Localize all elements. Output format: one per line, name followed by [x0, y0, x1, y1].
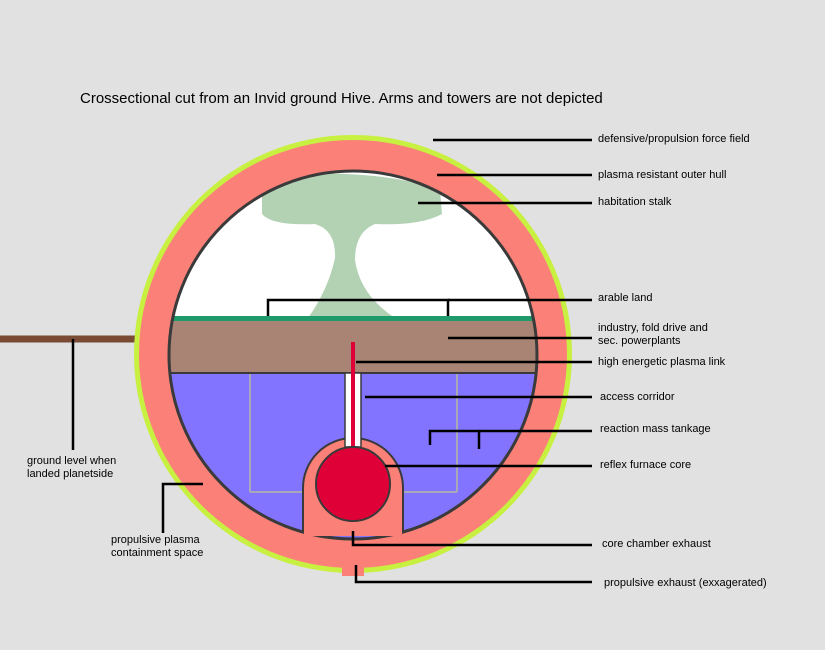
label-industry: industry, fold drive and sec. powerplant…	[598, 322, 708, 348]
diagram-title: Crossectional cut from an Invid ground H…	[80, 90, 603, 107]
label-reflex-core: reflex furnace core	[600, 459, 692, 471]
label-plasma-link: high energetic plasma link	[598, 356, 726, 368]
label-access-corridor: access corridor	[600, 391, 675, 403]
label-force-field: defensive/propulsion force field	[598, 133, 750, 145]
label-ground-line1: ground level when	[27, 455, 117, 467]
label-arable-land: arable land	[598, 292, 653, 304]
exhaust-gap	[342, 560, 364, 576]
label-plasma-space: propulsive plasma containment space	[111, 534, 203, 560]
label-habitation-stalk: habitation stalk	[598, 196, 672, 208]
label-propulsive-exhaust: propulsive exhaust (exxagerated)	[604, 577, 767, 589]
label-ground-level: ground level when landed planetside	[27, 455, 116, 481]
label-industry-line2: sec. powerplants	[598, 335, 681, 347]
label-reaction-mass: reaction mass tankage	[600, 423, 711, 435]
label-plasma-space-line2: containment space	[111, 547, 204, 559]
label-outer-hull: plasma resistant outer hull	[598, 169, 727, 181]
habitation-stalk	[262, 173, 442, 318]
arable-land	[169, 316, 537, 321]
label-core-exhaust: core chamber exhaust	[602, 538, 711, 550]
label-plasma-space-line1: propulsive plasma	[111, 534, 200, 546]
reflex-furnace-core	[315, 446, 391, 522]
label-ground-line2: landed planetside	[27, 468, 114, 480]
label-industry-line1: industry, fold drive and	[598, 322, 708, 334]
core-chamber-gap-fill	[304, 522, 402, 536]
leader-lines	[71, 138, 592, 584]
